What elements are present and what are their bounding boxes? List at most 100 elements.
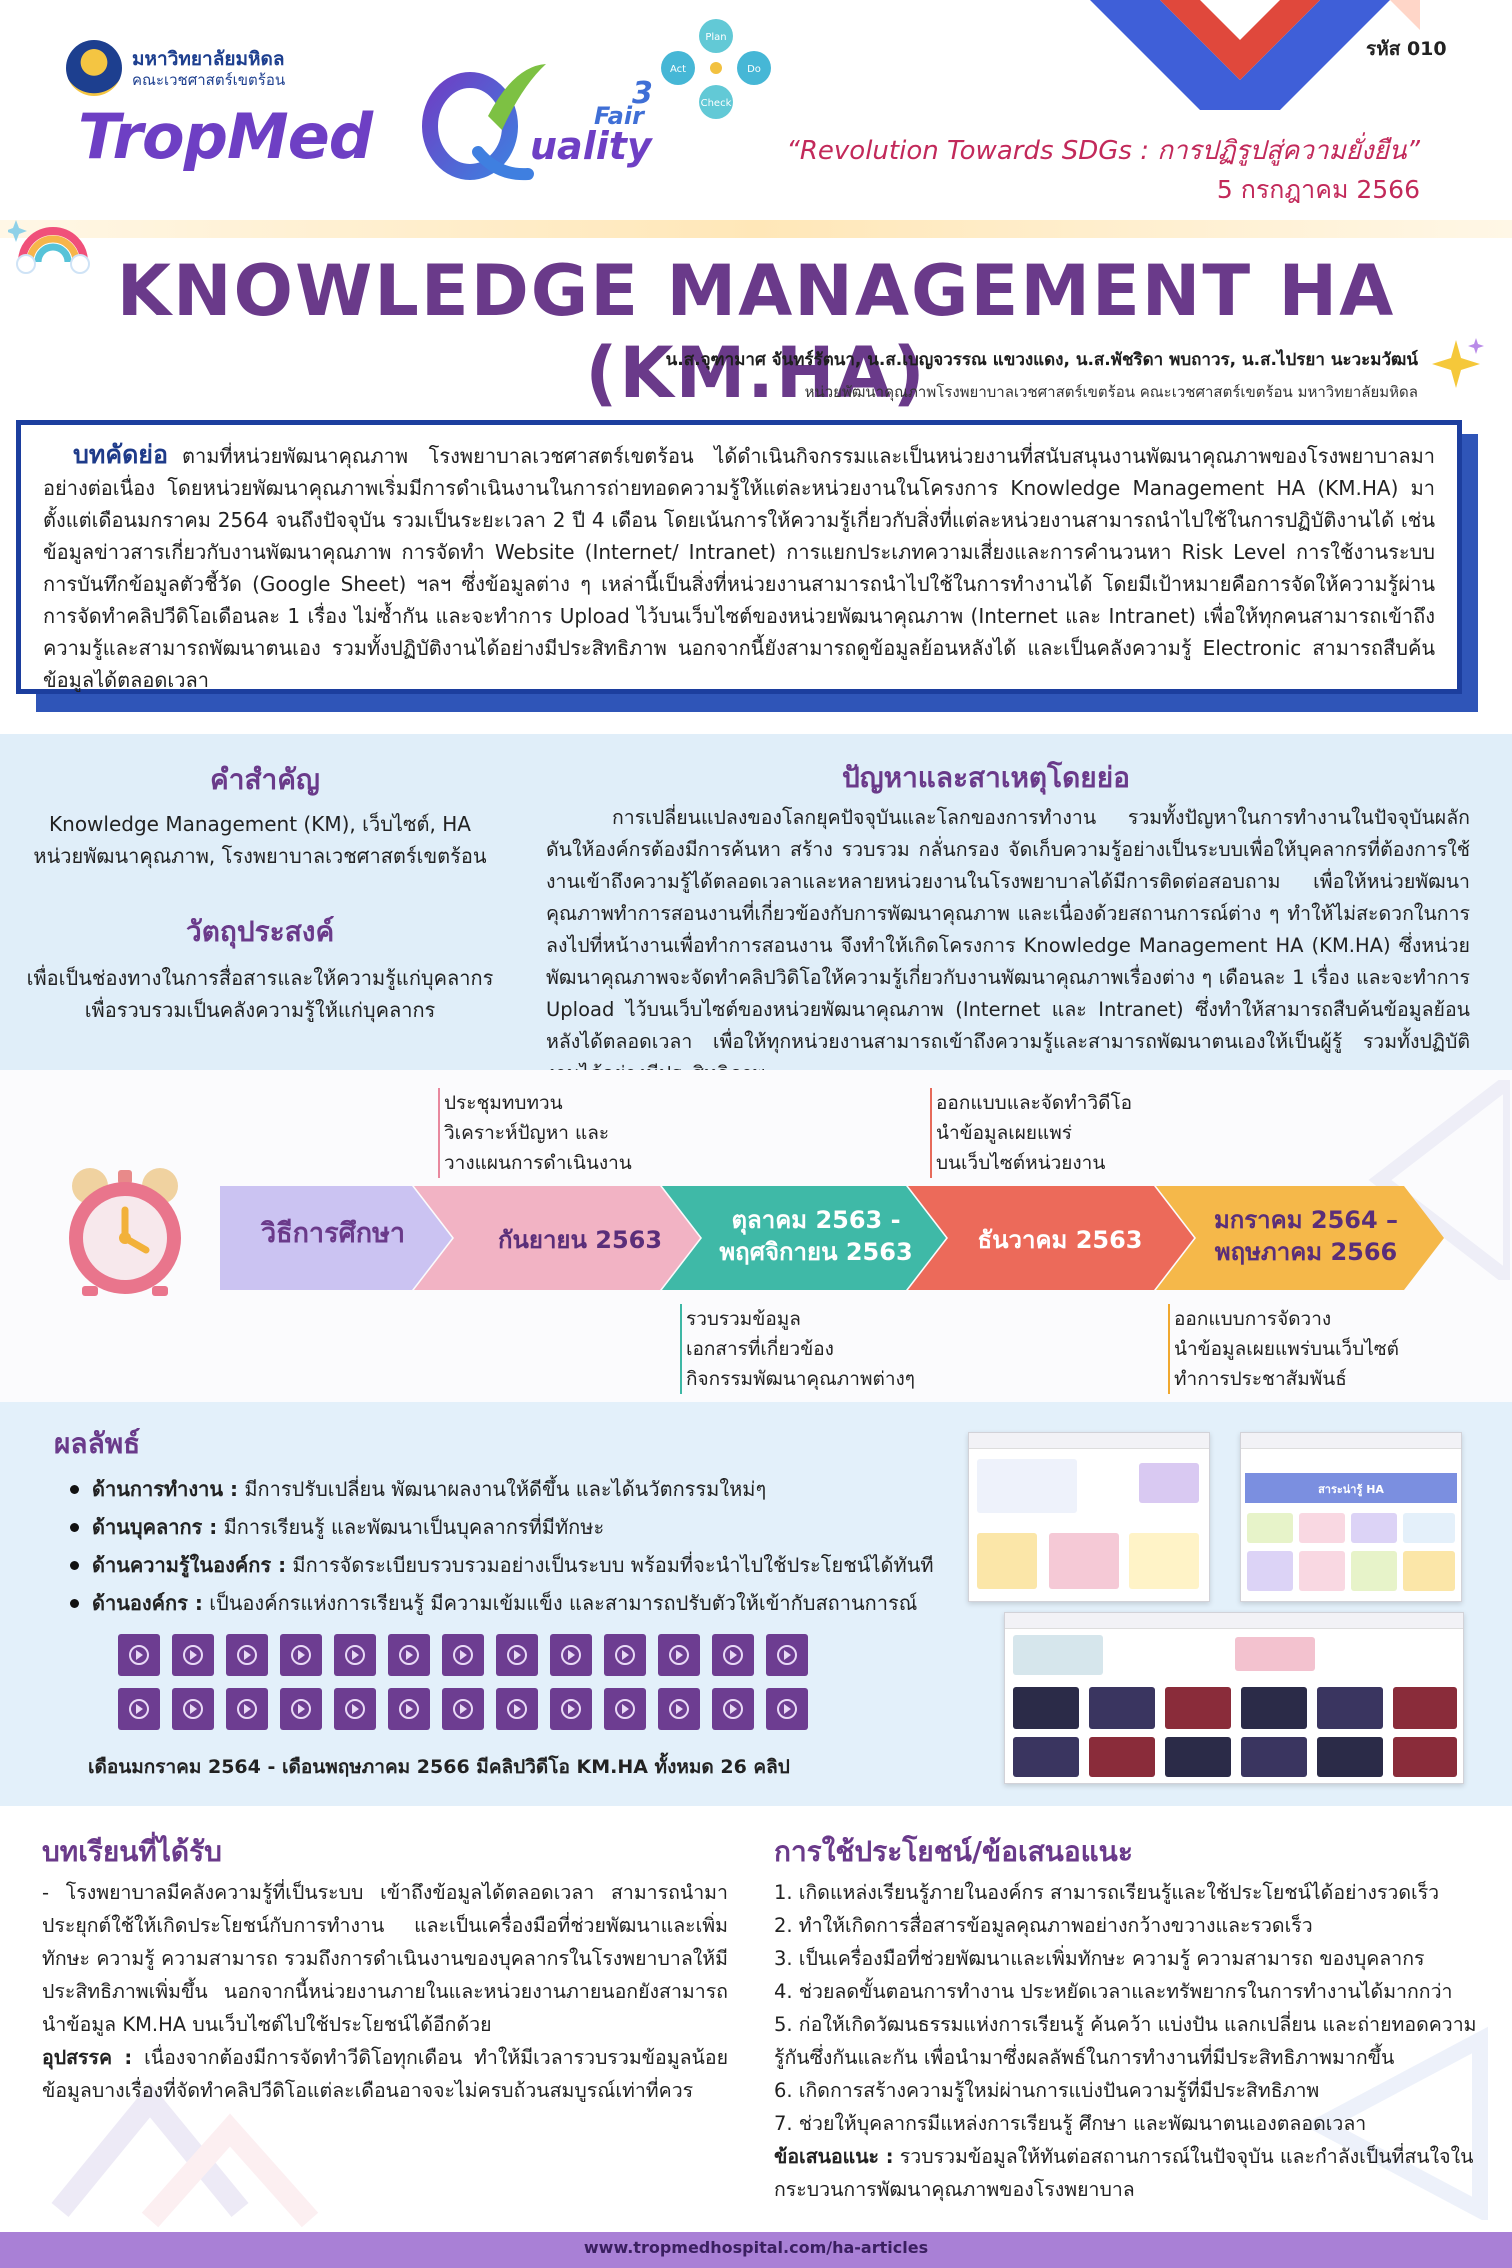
- suggestion-item: 2. ทำให้เกิดการสื่อสารข้อมูลคุณภาพอย่างก…: [774, 1914, 1313, 1937]
- note-4-line-2: นำข้อมูลเผยแพร่บนเว็บไซต์: [1174, 1338, 1400, 1360]
- video-clip-icon[interactable]: [442, 1634, 484, 1676]
- footer-bar: [0, 2232, 1512, 2268]
- note-2-line-1: ออกแบบและจัดทำวิดีโอ: [936, 1092, 1133, 1114]
- video-clip-icon[interactable]: [118, 1634, 160, 1676]
- faculty-name: คณะเวชศาสตร์เขตร้อน: [132, 71, 286, 89]
- timeline-note-4: ออกแบบการจัดวาง นำข้อมูลเผยแพร่บนเว็บไซต…: [1168, 1304, 1399, 1394]
- decorative-triangle-bottom-icon: [1302, 2026, 1488, 2220]
- screenshot-block: [1235, 1637, 1315, 1671]
- screenshot-video-thumb: [1013, 1687, 1079, 1729]
- video-clip-icon[interactable]: [334, 1634, 376, 1676]
- results-list: ด้านการทำงาน : มีการปรับเปลี่ยน พัฒนาผลง…: [66, 1470, 966, 1622]
- video-clip-icon[interactable]: [712, 1634, 754, 1676]
- video-clip-icon[interactable]: [604, 1634, 646, 1676]
- video-clip-icon[interactable]: [766, 1634, 808, 1676]
- screenshot-block: [1247, 1513, 1293, 1543]
- stage-3-line-1: ธันวาคม 2563: [977, 1226, 1143, 1254]
- problem-heading: ปัญหาและสาเหตุโดยย่อ: [842, 761, 1130, 794]
- footer-url-link[interactable]: www.tropmedhospital.com/ha-articles: [583, 2238, 929, 2257]
- screenshot-browser-bar: [1005, 1613, 1463, 1629]
- timeline-arrow-stage-4: [1156, 1186, 1444, 1290]
- note-1-line-1: ประชุมทบทวน: [444, 1092, 563, 1114]
- authors: น.ส.จุฑามาศ จันทร์รัตนา, น.ส.เบญจวรรณ แข…: [665, 350, 1418, 370]
- video-clip-icon[interactable]: [172, 1688, 214, 1730]
- video-clip-icon[interactable]: [118, 1688, 160, 1730]
- video-clip-icon[interactable]: [550, 1634, 592, 1676]
- screenshot-block: [1403, 1551, 1455, 1591]
- screenshot-block: [977, 1533, 1037, 1589]
- screenshot-video-thumb: [1241, 1687, 1307, 1729]
- video-clip-icon[interactable]: [334, 1688, 376, 1730]
- university-name: มหาวิทยาลัยมหิดล: [132, 48, 285, 70]
- suggestion-item: 6. เกิดการสร้างความรู้ใหม่ผ่านการแบ่งปัน…: [774, 2079, 1320, 2102]
- note-3-line-3: กิจกรรมพัฒนาคุณภาพต่างๆ: [686, 1368, 915, 1390]
- video-clip-icon[interactable]: [658, 1688, 700, 1730]
- slogan: “Revolution Towards SDGs : การปฏิรูปสู่ค…: [786, 136, 1420, 166]
- brand-edition: 3: [632, 76, 653, 111]
- brand-uality: uality: [530, 124, 652, 168]
- objectives-heading: วัตถุประสงค์: [186, 915, 335, 948]
- screenshot-video-thumb: [1089, 1737, 1155, 1777]
- quality-q-logo-icon: [422, 64, 546, 181]
- result-item: ด้านความรู้ในองค์กร : มีการจัดระเบียบรวบ…: [66, 1546, 966, 1584]
- screenshot-video-thumb: [1013, 1737, 1079, 1777]
- video-clip-icon[interactable]: [280, 1688, 322, 1730]
- video-clip-icon[interactable]: [496, 1634, 538, 1676]
- video-clip-icon[interactable]: [712, 1688, 754, 1730]
- pdca-plan: Plan: [705, 32, 726, 43]
- screenshot-video-thumb: [1089, 1687, 1155, 1729]
- obstacle-label: อุปสรรค :: [42, 2046, 133, 2069]
- note-4-line-3: ทำการประชาสัมพันธ์: [1174, 1368, 1347, 1390]
- objectives-text: เพื่อเป็นช่องทางในการสื่อสารและให้ความรู…: [0, 962, 520, 1026]
- screenshot-block: [1351, 1513, 1397, 1543]
- keywords-problem-band: [0, 734, 1512, 1070]
- pdca-check: Check: [701, 98, 732, 109]
- poster-title: KNOWLEDGE MANAGEMENT HA (KM.HA): [116, 250, 1396, 414]
- stage-2-line-2: พฤศจิกายน 2563: [719, 1238, 913, 1266]
- brand-fair: Fair: [594, 102, 644, 130]
- result-key-2: ด้านบุคลากร :: [92, 1515, 218, 1539]
- website-screenshot-2: สาระน่ารู้ HA: [1240, 1432, 1462, 1602]
- pdca-cycle-icon: Plan Do Check Act: [661, 19, 771, 119]
- video-clip-icon[interactable]: [172, 1634, 214, 1676]
- video-clip-icon[interactable]: [226, 1634, 268, 1676]
- screenshot-block: [1247, 1551, 1293, 1591]
- decorative-chevron-bottom-icon: [51, 2082, 319, 2228]
- note-3-line-2: เอกสารที่เกี่ยวข้อง: [686, 1338, 834, 1360]
- screenshot-video-thumb: [1241, 1737, 1307, 1777]
- result-key-3: ด้านความรู้ในองค์กร :: [92, 1553, 287, 1577]
- decorative-chevron-icon: [1090, 0, 1420, 110]
- video-clip-icon[interactable]: [658, 1634, 700, 1676]
- sparkle-icon: [1432, 338, 1484, 388]
- video-clip-icon[interactable]: [442, 1688, 484, 1730]
- screenshot-browser-bar: [1241, 1433, 1461, 1449]
- affiliation: หน่วยพัฒนาคุณภาพโรงพยาบาลเวชศาสตร์เขตร้อ…: [804, 383, 1418, 401]
- result-value-2: มีการเรียนรู้ และพัฒนาเป็นบุคลากรที่มีทั…: [217, 1515, 605, 1539]
- screenshot-block: [1299, 1513, 1345, 1543]
- screenshot-block: [1299, 1551, 1345, 1591]
- result-key-4: ด้านองค์กร :: [92, 1591, 203, 1615]
- suggestion-item: 3. เป็นเครื่องมือที่ช่วยพัฒนาและเพิ่มทัก…: [774, 1947, 1425, 1970]
- note-1-line-2: วิเคราะห์ปัญหา และ: [444, 1122, 610, 1144]
- video-clip-icon[interactable]: [604, 1688, 646, 1730]
- recommendation-text: รวบรวมข้อมูลให้ทันต่อสถานการณ์ในปัจจุบัน…: [774, 2145, 1474, 2201]
- video-clip-icon[interactable]: [388, 1688, 430, 1730]
- stage-2-line-1: ตุลาคม 2563 -: [731, 1206, 901, 1234]
- video-clip-icon[interactable]: [226, 1688, 268, 1730]
- timeline-note-1: ประชุมทบทวน วิเคราะห์ปัญหา และ วางแผนการ…: [438, 1088, 632, 1178]
- stage-4-line-2: พฤษภาคม 2566: [1214, 1238, 1398, 1266]
- screenshot-block: [1403, 1513, 1455, 1543]
- timeline-note-3: รวบรวมข้อมูล เอกสารที่เกี่ยวข้อง กิจกรรม…: [680, 1304, 915, 1394]
- video-clip-icon[interactable]: [550, 1688, 592, 1730]
- lessons-text: - โรงพยาบาลมีคลังความรู้ที่เป็นระบบ เข้า…: [42, 1876, 728, 2107]
- video-clip-icon[interactable]: [766, 1688, 808, 1730]
- result-item: ด้านองค์กร : เป็นองค์กรแห่งการเรียนรู้ ม…: [66, 1584, 966, 1622]
- screenshot-block: [977, 1459, 1077, 1513]
- website-screenshot-3: [1004, 1612, 1464, 1784]
- obstacle-text: เนื่องจากต้องมีการจัดทำวีดิโอทุกเดือน ทำ…: [42, 2046, 728, 2102]
- stage-1-line-1: กันยายน 2563: [497, 1226, 663, 1254]
- screenshot-block: [1351, 1551, 1397, 1591]
- video-clip-icon[interactable]: [496, 1688, 538, 1730]
- video-clip-icon[interactable]: [388, 1634, 430, 1676]
- video-clip-icon[interactable]: [280, 1634, 322, 1676]
